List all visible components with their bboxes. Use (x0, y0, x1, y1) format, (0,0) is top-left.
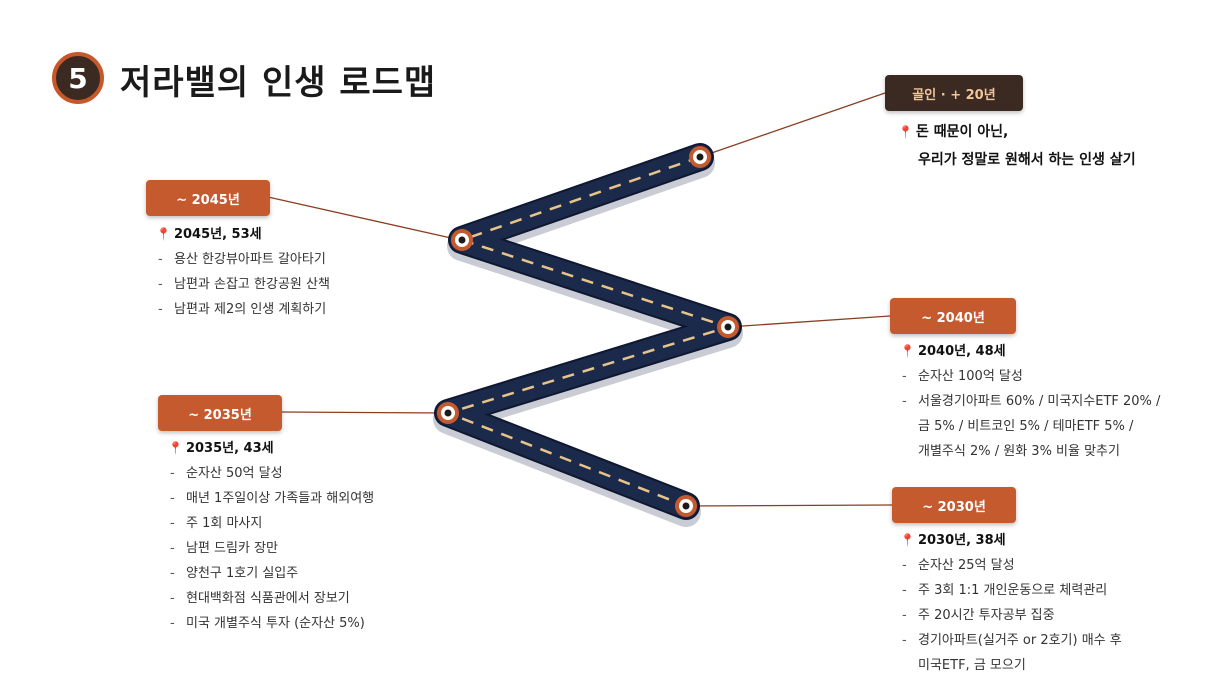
node-goal (689, 146, 711, 168)
connector-2030 (685, 504, 893, 507)
section-number: 5 (52, 52, 104, 104)
connector-2035 (281, 411, 449, 414)
map-pin-icon: 📍 (168, 441, 183, 455)
list-item: 순자산 100억 달성 (900, 364, 1160, 389)
map-pin-icon: 📍 (156, 227, 171, 241)
list-item-continued: 개별주식 2% / 원화 3% 비율 맞추기 (918, 444, 1120, 459)
list-item: 주 20시간 투자공부 집중 (900, 603, 1122, 628)
node-2045 (451, 229, 473, 251)
list-item: 경기아파트(실거주 or 2호기) 매수 후 (900, 628, 1122, 653)
badge-2030: ~ 2030년 (892, 487, 1016, 523)
connector-2040 (727, 315, 891, 328)
connector-goal (699, 92, 886, 158)
goal-description: 📍돈 때문이 아닌, 우리가 정말로 원해서 하는 인생 살기 (898, 118, 1136, 174)
milestone-2045: 📍2045년, 53세 용산 한강뷰아파트 갈아타기 남편과 손잡고 한강공원 … (156, 222, 330, 322)
heading-2035: 2035년, 43세 (185, 441, 274, 456)
goal-line-1: 돈 때문이 아닌, (915, 124, 1009, 140)
badge-2040: ~ 2040년 (890, 298, 1016, 334)
list-item-continued: 금 5% / 비트코인 5% / 테마ETF 5% / (918, 419, 1134, 434)
milestone-2030: 📍2030년, 38세 순자산 25억 달성 주 3회 1:1 개인운동으로 체… (900, 528, 1122, 678)
milestone-2035: 📍2035년, 43세 순자산 50억 달성 매년 1주일이상 가족들과 해외여… (168, 436, 374, 636)
list-item: 순자산 25억 달성 (900, 553, 1122, 578)
list-item: 현대백화점 식품관에서 장보기 (168, 586, 374, 611)
map-pin-icon: 📍 (900, 533, 915, 547)
map-pin-icon: 📍 (898, 125, 913, 139)
connector-2045 (267, 196, 461, 241)
heading-2030: 2030년, 38세 (917, 533, 1006, 548)
heading-2045: 2045년, 53세 (173, 227, 262, 242)
goal-line-2: 우리가 정말로 원해서 하는 인생 살기 (918, 152, 1136, 168)
node-2035 (437, 402, 459, 424)
list-item: 양천구 1호기 실입주 (168, 561, 374, 586)
road-nodes (437, 146, 739, 517)
page-title: 저라밸의 인생 로드맵 (120, 63, 437, 103)
badge-2045: ~ 2045년 (146, 180, 270, 216)
list-item-continued: 미국ETF, 금 모으기 (918, 658, 1026, 673)
map-pin-icon: 📍 (900, 344, 915, 358)
list-item: 남편과 손잡고 한강공원 산책 (156, 272, 330, 297)
list-item: 서울경기아파트 60% / 미국지수ETF 20% / (900, 389, 1160, 414)
badge-2035: ~ 2035년 (158, 395, 282, 431)
list-item: 주 1회 마사지 (168, 511, 374, 536)
list-item: 남편 드림카 장만 (168, 536, 374, 561)
milestone-2040: 📍2040년, 48세 순자산 100억 달성 서울경기아파트 60% / 미국… (900, 339, 1160, 464)
node-2030 (675, 495, 697, 517)
list-item: 순자산 50억 달성 (168, 461, 374, 486)
badge-goal: 골인 · + 20년 (885, 75, 1023, 111)
heading-2040: 2040년, 48세 (917, 344, 1006, 359)
list-item: 남편과 제2의 인생 계획하기 (156, 297, 330, 322)
list-item: 매년 1주일이상 가족들과 해외여행 (168, 486, 374, 511)
list-item: 용산 한강뷰아파트 갈아타기 (156, 247, 330, 272)
list-item: 미국 개별주식 투자 (순자산 5%) (168, 611, 374, 636)
node-2040 (717, 316, 739, 338)
list-item: 주 3회 1:1 개인운동으로 체력관리 (900, 578, 1122, 603)
